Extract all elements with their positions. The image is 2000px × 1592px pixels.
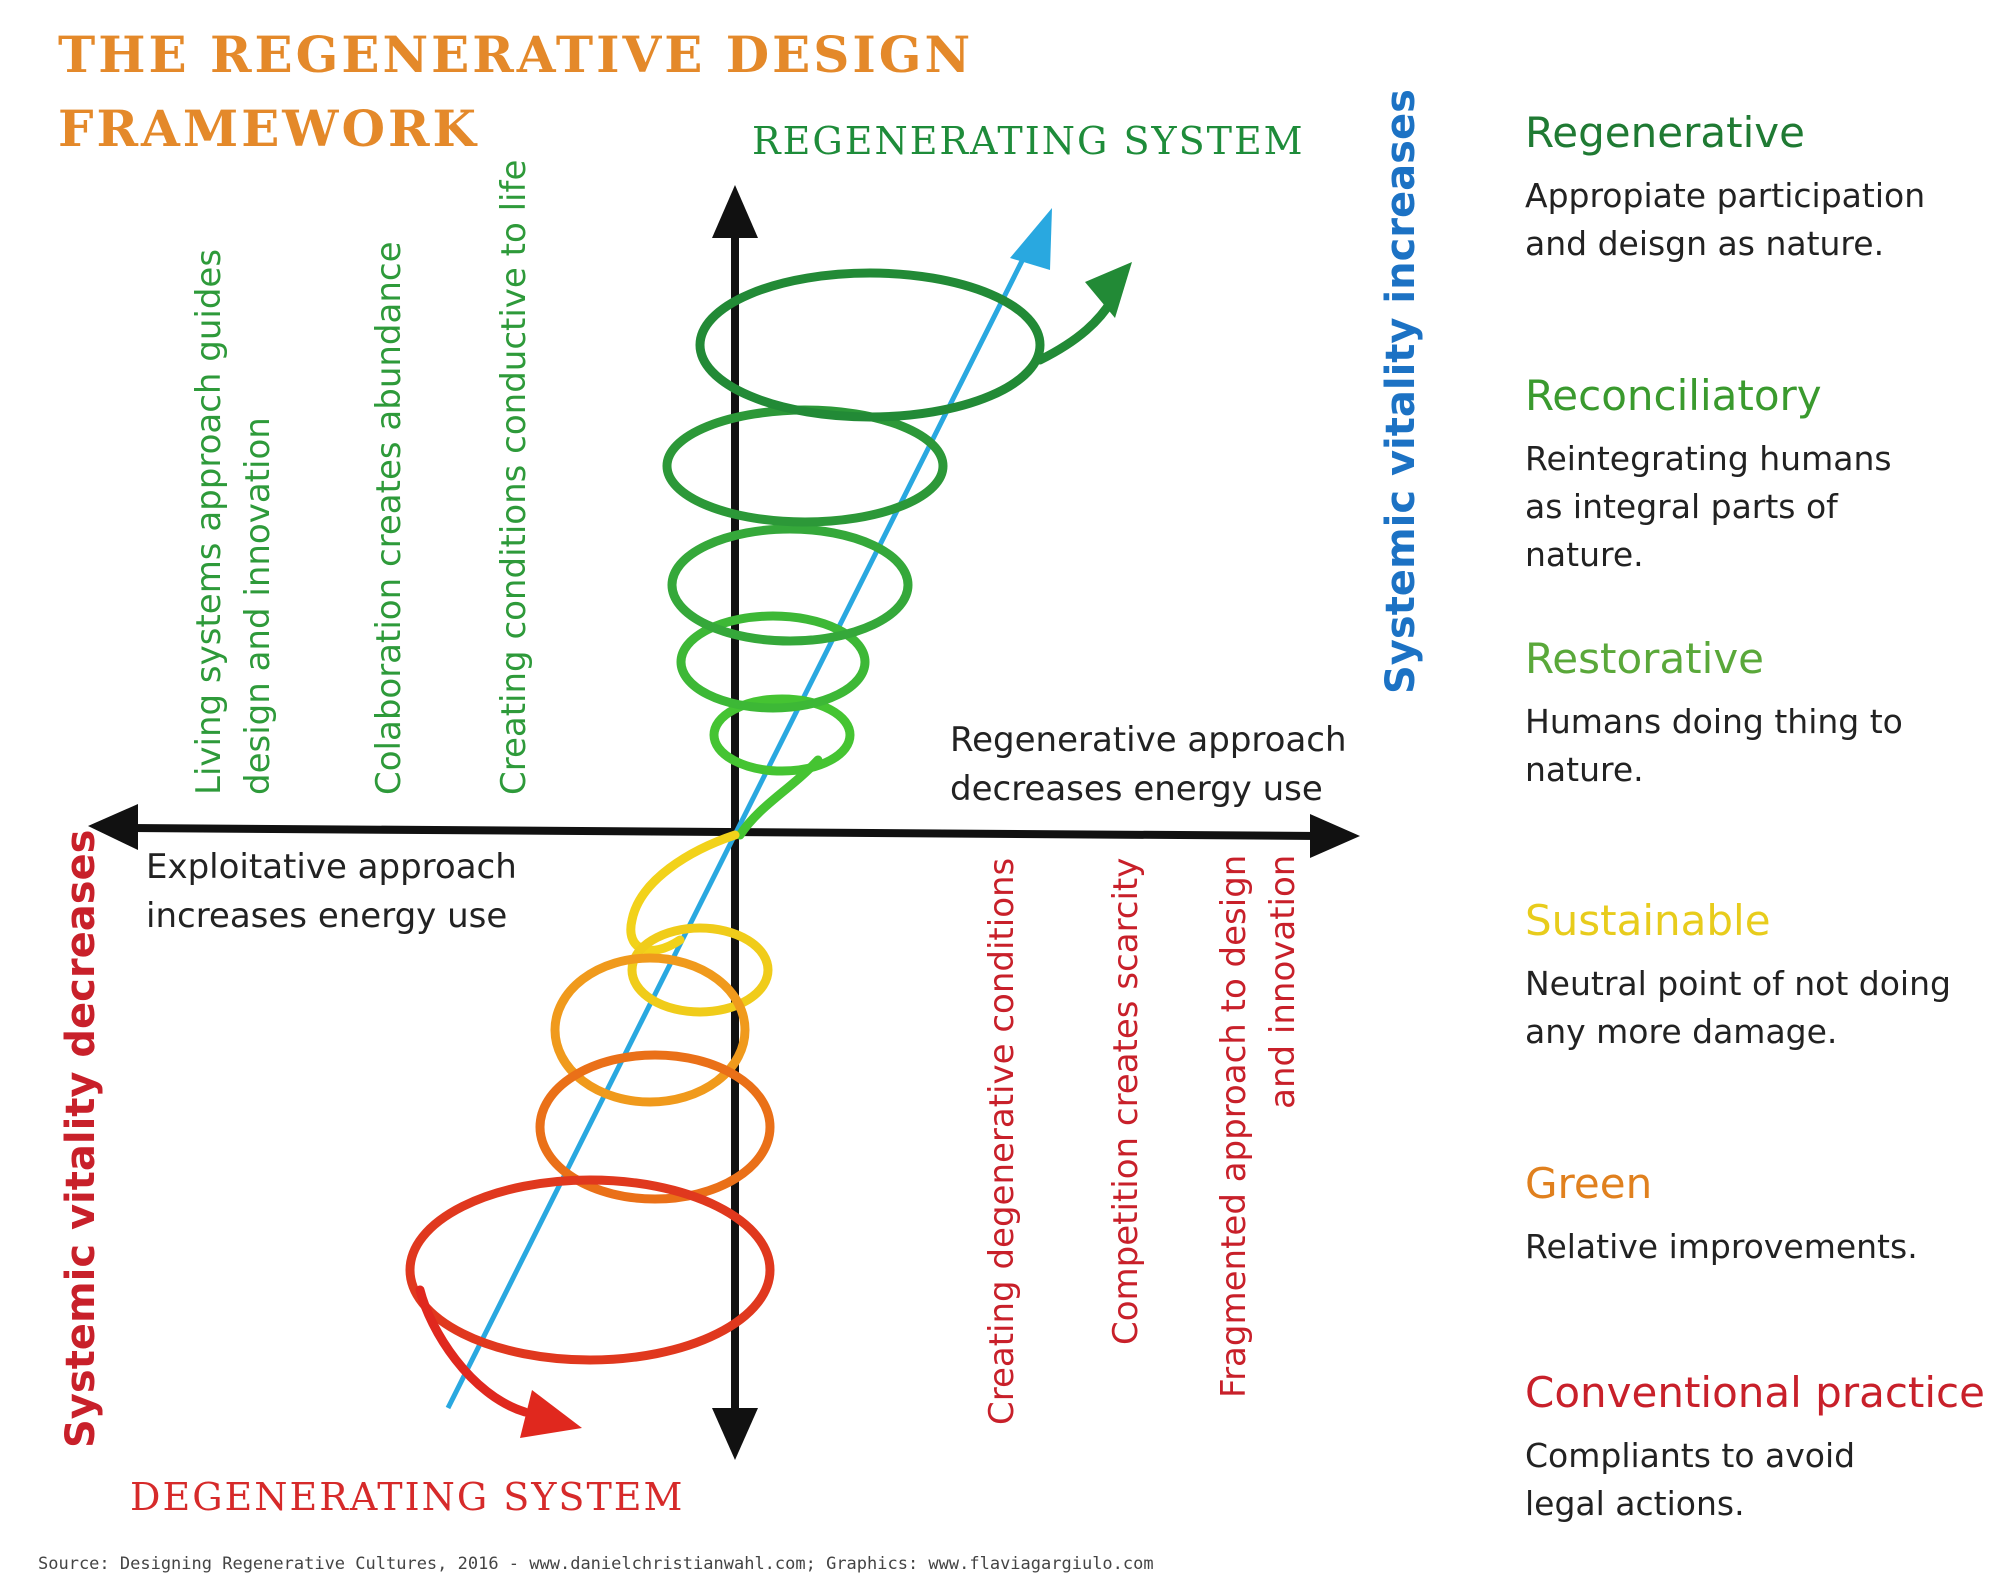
living-systems-line1: Living systems approach guides xyxy=(189,248,229,795)
legend-desc-conventional: Compliants to avoid legal actions. xyxy=(1525,1436,1856,1523)
regenerative-approach-line2: decreases energy use xyxy=(950,769,1323,810)
diagram-title-line2: FRAMEWORK xyxy=(58,99,480,158)
degenerating-spiral xyxy=(405,830,775,1438)
legend-title-restorative: Restorative xyxy=(1525,634,1765,683)
legend-desc-restorative: Humans doing thing to nature. xyxy=(1525,702,1903,789)
legend-item-conventional: Conventional practice Compliants to avoi… xyxy=(1525,1372,1985,1528)
legend-title-green: Green xyxy=(1525,1159,1653,1208)
diagonal-arrow xyxy=(445,208,1052,1410)
collaboration-phrase: Colaboration creates abundance xyxy=(369,241,409,796)
regenerating-system-label: REGENERATING SYSTEM xyxy=(752,119,1305,163)
vitality-decreases-label: Systemic vitality decreases xyxy=(58,829,104,1448)
exploitative-approach-note: Exploitative approach increases energy u… xyxy=(146,843,517,942)
legend-desc-reconciliatory: Reintegrating humans as integral parts o… xyxy=(1525,439,1892,574)
regenerative-approach-note: Regenerative approach decreases energy u… xyxy=(950,716,1347,815)
competition-phrase: Competition creates scarcity xyxy=(1106,857,1146,1345)
regenerating-spiral xyxy=(662,262,1132,840)
degenerating-system-label: DEGENERATING SYSTEM xyxy=(130,1475,685,1519)
legend-item-restorative: Restorative Humans doing thing to nature… xyxy=(1525,638,1945,794)
exploitative-approach-line1: Exploitative approach xyxy=(146,847,517,887)
legend-title-sustainable: Sustainable xyxy=(1525,896,1771,945)
exploitative-approach-line2: increases energy use xyxy=(146,896,508,937)
legend-item-sustainable: Sustainable Neutral point of not doing a… xyxy=(1525,900,1965,1056)
degenerative-conditions-phrase: Creating degenerative conditions xyxy=(982,857,1022,1425)
legend-title-regenerative: Regenerative xyxy=(1525,108,1805,157)
fragmented-approach-line2: and innovation xyxy=(1263,854,1304,1109)
legend-item-reconciliatory: Reconciliatory Reintegrating humans as i… xyxy=(1525,375,1905,579)
legend-title-conventional: Conventional practice xyxy=(1525,1368,1985,1417)
living-systems-line2: design and innovation xyxy=(238,417,279,795)
legend-item-regenerative: Regenerative Appropiate participation an… xyxy=(1525,112,1965,268)
legend-desc-sustainable: Neutral point of not doing any more dama… xyxy=(1525,964,1951,1051)
legend-title-reconciliatory: Reconciliatory xyxy=(1525,371,1822,420)
horizontal-axis xyxy=(88,804,1360,858)
creating-conditions-phrase: Creating conditions conductive to life xyxy=(494,159,534,795)
living-systems-phrase: Living systems approach guides design an… xyxy=(185,249,284,795)
diagram-title-line1: THE REGENERATIVE DESIGN xyxy=(58,25,974,84)
legend-item-green: Green Relative improvements. xyxy=(1525,1163,1965,1271)
legend-desc-regenerative: Appropiate participation and deisgn as n… xyxy=(1525,176,1926,263)
fragmented-approach-line1: Fragmented approach to design xyxy=(1214,854,1254,1398)
source-credit: Source: Designing Regenerative Cultures,… xyxy=(38,1554,1154,1574)
legend-desc-green: Relative improvements. xyxy=(1525,1227,1918,1266)
vitality-increases-label: Systemic vitality increases xyxy=(1378,89,1424,694)
regenerative-approach-line1: Regenerative approach xyxy=(950,720,1347,760)
fragmented-approach-phrase: Fragmented approach to design and innova… xyxy=(1210,855,1309,1398)
